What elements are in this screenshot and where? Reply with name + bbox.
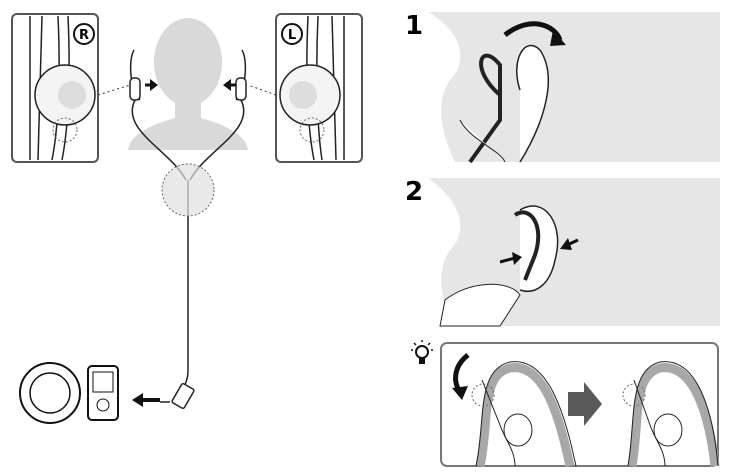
walkman-player: [87, 365, 119, 421]
head-silhouette: [128, 18, 248, 150]
right-marker-label: R: [79, 28, 89, 43]
step-1-illustration: [428, 12, 720, 164]
left-marker-label: L: [288, 28, 296, 43]
step-2-number: 2: [405, 177, 423, 207]
step-1-number: 1: [405, 11, 423, 41]
arrow-right-icon: [568, 382, 602, 426]
cable-junction-highlight: [161, 163, 215, 217]
left-earphone-detail: L: [275, 13, 363, 163]
lightbulb-tip-icon: [411, 340, 433, 364]
step-2-illustration: [428, 178, 720, 327]
arrow-left-icon: [132, 393, 160, 407]
right-earphone-detail: R: [11, 13, 99, 163]
round-device: [19, 362, 81, 424]
